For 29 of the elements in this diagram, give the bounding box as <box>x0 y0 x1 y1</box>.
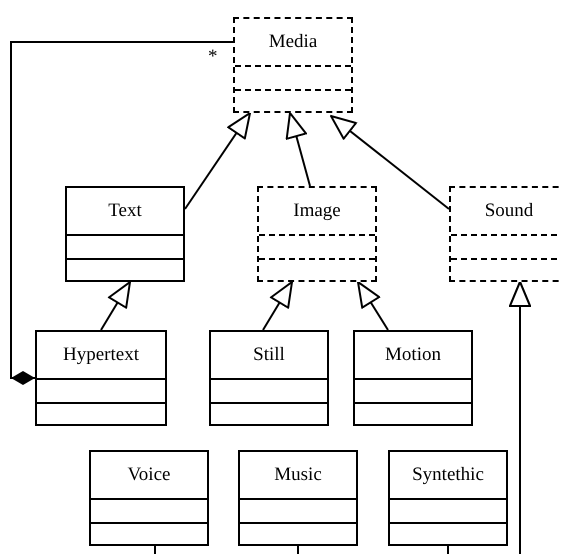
generalization-arrow <box>262 281 293 331</box>
class-box <box>209 330 329 426</box>
class-box <box>89 450 209 546</box>
class-name: Syntethic <box>412 464 484 486</box>
class-box <box>257 186 377 282</box>
class-name: Text <box>108 200 142 222</box>
class-name: Media <box>268 31 318 53</box>
class-name: Music <box>274 464 322 486</box>
class-box <box>35 330 167 426</box>
class-name: Hypertext <box>63 344 139 366</box>
class-name: Motion <box>385 344 441 366</box>
class-box <box>238 450 358 546</box>
class-box <box>233 17 353 113</box>
class-box <box>388 450 508 546</box>
class-name: Still <box>253 344 285 366</box>
generalization-arrow <box>357 281 389 331</box>
generalization-arrow <box>330 115 450 210</box>
class-name: Voice <box>128 464 170 486</box>
generalization-arrow <box>447 281 531 554</box>
class-name: Image <box>293 200 341 222</box>
class-box <box>449 186 561 282</box>
class-box <box>353 330 473 426</box>
class-box <box>65 186 185 282</box>
multiplicity-label: * <box>208 46 218 68</box>
generalization-arrow <box>184 112 251 210</box>
generalization-arrow <box>286 112 311 186</box>
class-name: Sound <box>484 200 534 222</box>
generalization-arrow <box>100 281 131 331</box>
composition-line <box>10 41 233 385</box>
